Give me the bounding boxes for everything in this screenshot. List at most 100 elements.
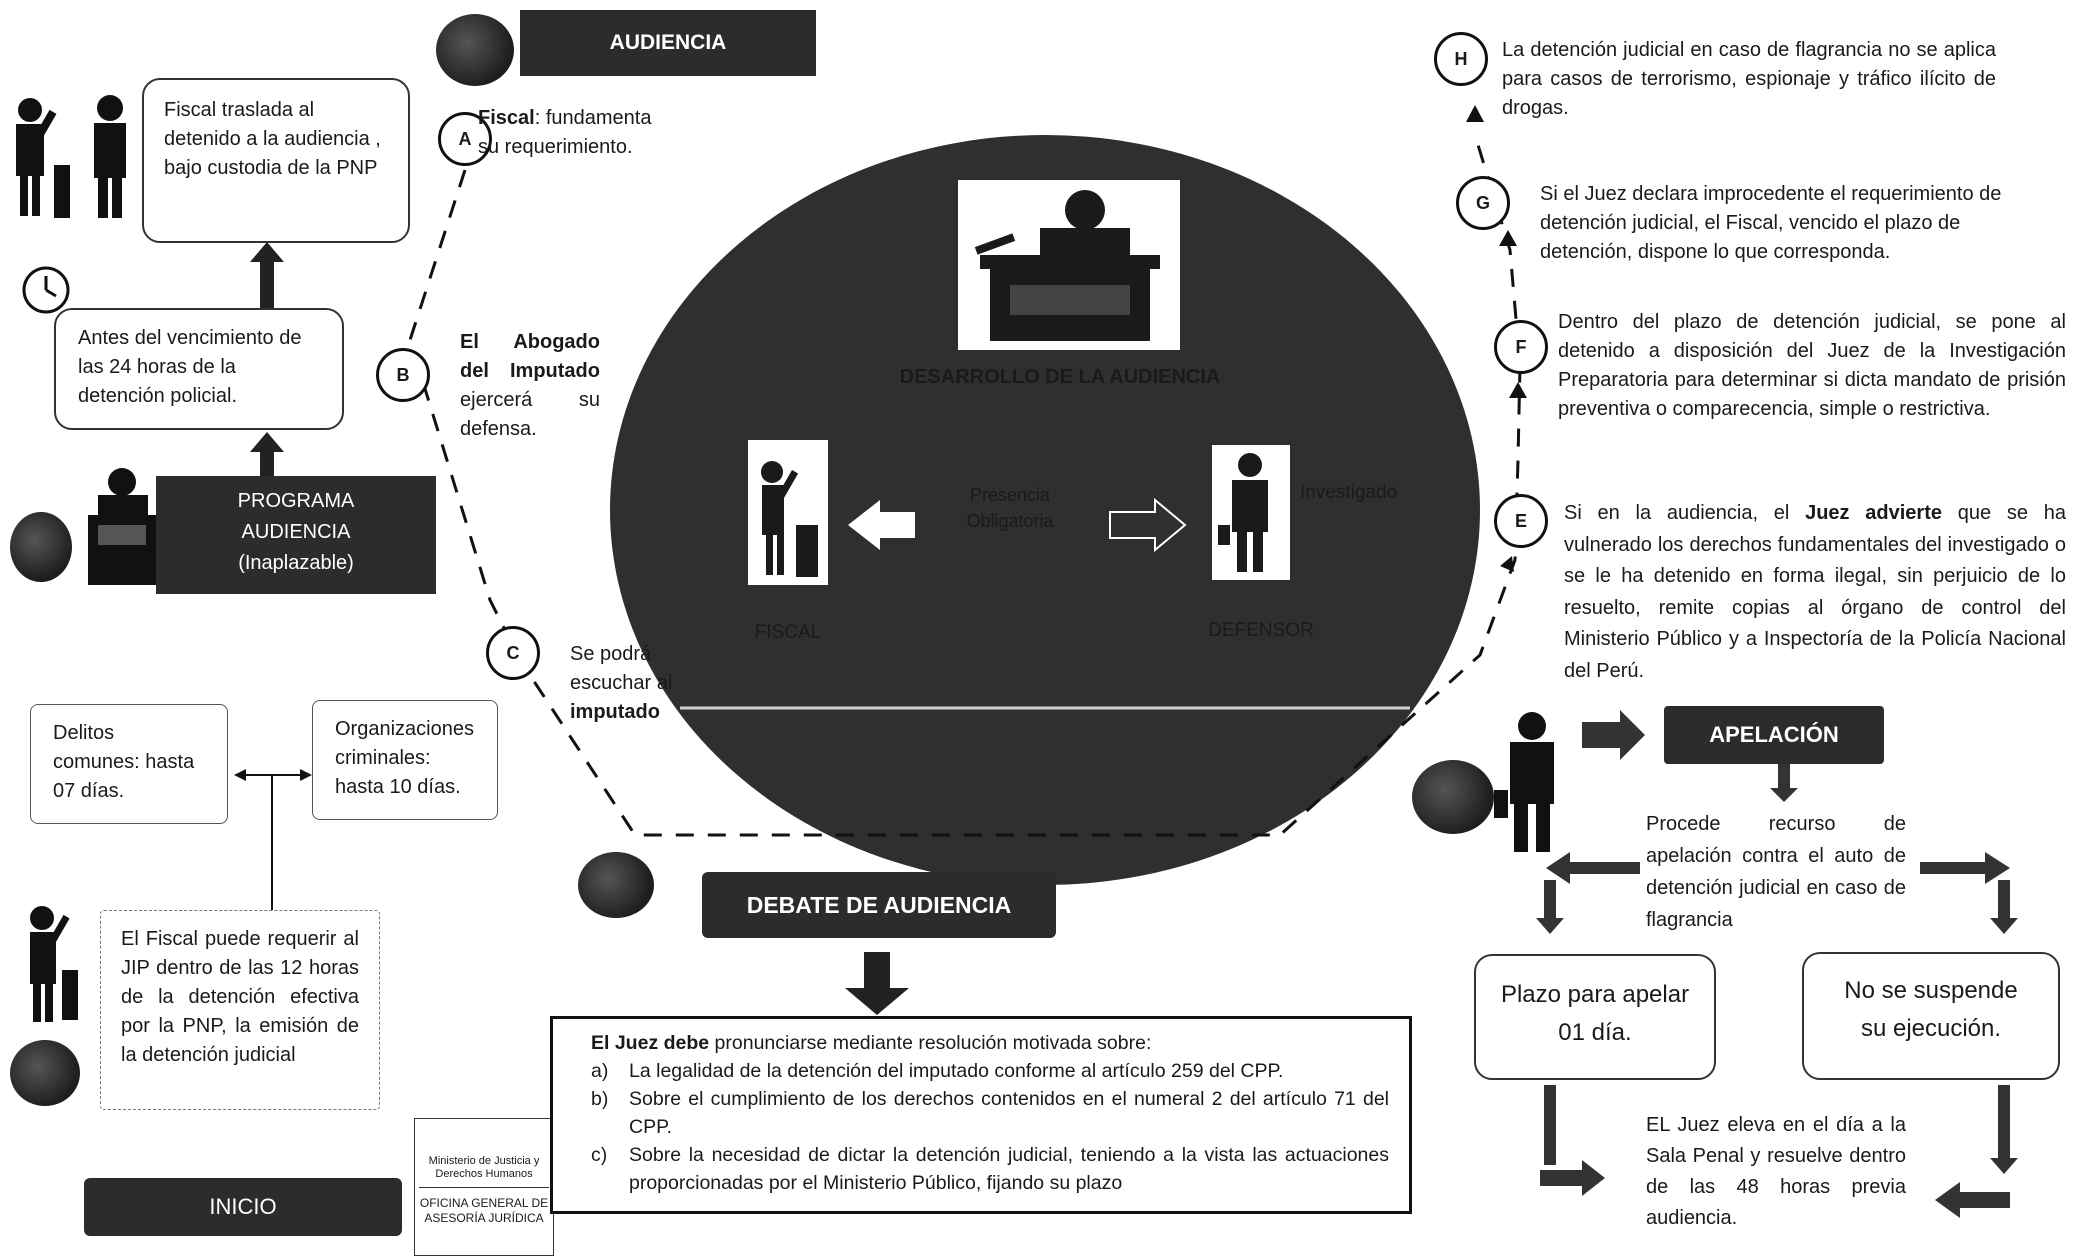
organizaciones-text: Organizaciones criminales: hasta 10 días… [335,718,474,798]
up-arrow-head-1 [250,242,284,262]
node-f-text: Dentro del plazo de detención judicial, … [1558,311,2066,420]
audience-circle [610,135,1480,885]
presencia-label: Presencia Obligatoria [966,485,1054,531]
node-f: F [1494,320,1548,374]
item-b-letter: b) [591,1088,609,1110]
node-h-text: La detención judicial en caso de flagran… [1502,39,1996,119]
node-b-text: El Abogado del Imputado ejercerá su defe… [460,328,600,444]
node-b-desc: ejercerá su defensa. [460,389,600,440]
node-e-bold: Juez advierte [1805,502,1942,524]
fiscal-puede-text: El Fiscal puede requerir al JIP dentro d… [121,928,359,1066]
no-suspende-text: No se suspende su ejecución. [1844,977,2018,1042]
antes-vencimiento-text: Antes del vencimiento de las 24 horas de… [78,327,302,407]
node-b-lead: El Abogado del Imputado [460,331,600,382]
delitos-comunes-text: Delitos comunes: hasta 07 días. [53,722,195,802]
debate-down-head [845,988,909,1015]
investigado-label: Investigado [1300,482,1398,503]
circle-title: DESARROLLO DE LA AUDIENCIA [899,366,1221,388]
stamp-line-2: OFICINA GENERAL DE ASESORÍA JURÍDICA [419,1196,549,1225]
node-c: C [486,626,540,680]
node-c-desc: Se podrá escuchar al [570,643,673,694]
antes-vencimiento-box: Antes del vencimiento de las 24 horas de… [54,308,344,430]
procede-text: Procede recurso de apelación contra el a… [1646,813,1906,931]
apelacion-header: APELACIÓN [1664,706,1884,764]
white-arrow-left [848,500,915,550]
juez-debe-intro-text: pronunciarse mediante resolución motivad… [714,1032,1152,1054]
fiscal-label: FISCAL [754,622,822,643]
node-a-text: Fiscal: fundamenta su requerimiento. [478,104,678,162]
programa-line-2: AUDIENCIA [241,521,351,543]
imputado-pictogram [1494,712,1554,852]
node-h: H [1434,32,1488,86]
node-c-bold: imputado [570,701,660,723]
delitos-comunes-box: Delitos comunes: hasta 07 días. [30,704,228,824]
logo-blob-fiscal [10,1040,80,1106]
juez-debe-item-c: c) Sobre la necesidad de dictar la deten… [591,1141,1389,1197]
programa-box: PROGRAMA AUDIENCIA (Inaplazable) [156,476,436,594]
up-arrow-shaft-2 [260,450,274,476]
item-b-text: Sobre el cumplimiento de los derechos co… [629,1088,1389,1138]
organizaciones-box: Organizaciones criminales: hasta 10 días… [312,700,498,820]
up-arrow-head-2 [250,432,284,452]
judge-small-pictogram [88,468,156,585]
plazo-down-shaft [1544,1085,1556,1165]
ministerio-stamp: Ministerio de Justicia y Derechos Humano… [414,1118,554,1256]
juez-debe-item-b: b) Sobre el cumplimiento de los derechos… [591,1085,1389,1141]
node-e: E [1494,494,1548,548]
node-a: A [438,112,492,166]
programa-line-3: (Inaplazable) [238,552,354,574]
node-g-text: Si el Juez declara improcedente el reque… [1540,183,2002,263]
node-a-desc: : fundamenta su requerimiento. [478,107,652,158]
defensor-pictogram [1212,445,1290,580]
fiscal-traslada-text: Fiscal traslada al detenido a la audienc… [164,99,381,179]
node-c-text: Se podrá escuchar al imputado [570,640,698,727]
left-branch-arrow [1546,852,1640,884]
item-a-letter: a) [591,1060,609,1082]
node-e-pre: Si en la audiencia, el [1564,502,1790,524]
juez-debe-box: El Juez debe pronunciarse mediante resol… [550,1016,1412,1214]
debate-down-shaft [864,952,890,990]
logo-blob-programa [10,512,72,582]
item-a-text: La legalidad de la detención del imputad… [629,1060,1284,1082]
logo-blob-audiencia [436,14,514,86]
fiscal-small-pictogram [30,906,78,1022]
up-arrow-shaft-1 [260,260,274,308]
juez-debe-item-a: a) La legalidad de la detención del impu… [591,1057,1389,1085]
logo-blob-debate [578,852,654,918]
stamp-line-1: Ministerio de Justicia y Derechos Humano… [419,1155,549,1188]
fiscal-puede-box: El Fiscal puede requerir al JIP dentro d… [100,910,380,1110]
programa-line-1: PROGRAMA [237,490,355,512]
juez-debe-lead: El Juez debe [591,1032,710,1054]
debate-header: DEBATE DE AUDIENCIA [702,872,1056,938]
arrow-to-f [1509,382,1527,398]
no-suspende-box: No se suspende su ejecución. [1802,952,2060,1080]
people-pictogram-top [16,95,126,218]
node-a-lead: Fiscal [478,107,535,129]
arrow-to-h [1466,105,1484,122]
logo-blob-apelacion [1412,760,1494,834]
node-e-desc: que se ha vulnerado los derechos fundame… [1564,502,2066,682]
defensor-label: DEFENSOR [1208,620,1314,641]
juez-debe-intro: El Juez debe pronunciarse mediante resol… [591,1029,1389,1057]
inicio-bar: INICIO [84,1178,402,1236]
fiscal-pictogram [748,440,828,585]
fiscal-traslada-box: Fiscal traslada al detenido a la audienc… [142,78,410,243]
outline-arrow-right [1109,497,1187,553]
audiencia-header: AUDIENCIA [520,10,816,76]
plazo-apelar-box: Plazo para apelar 01 día. [1474,954,1716,1080]
apelacion-down-head [1770,788,1798,802]
item-c-text: Sobre la necesidad de dictar la detenció… [629,1144,1389,1194]
juez-eleva-text: EL Juez eleva en el día a la Sala Penal … [1646,1114,1906,1229]
right-branch-arrow [1920,852,2010,884]
item-c-letter: c) [591,1144,608,1166]
clock-icon [22,266,70,314]
arrow-to-g [1499,230,1517,246]
plazo-apelar-text: Plazo para apelar 01 día. [1500,981,1690,1046]
suspende-down-shaft [1998,1085,2010,1160]
apelacion-right-arrow [1582,710,1645,760]
node-g: G [1456,176,1510,230]
arrow-to-e [1500,556,1514,572]
node-e-text: Si en la audiencia, el Juez advierte que… [1564,498,2066,687]
node-b: B [376,348,430,402]
